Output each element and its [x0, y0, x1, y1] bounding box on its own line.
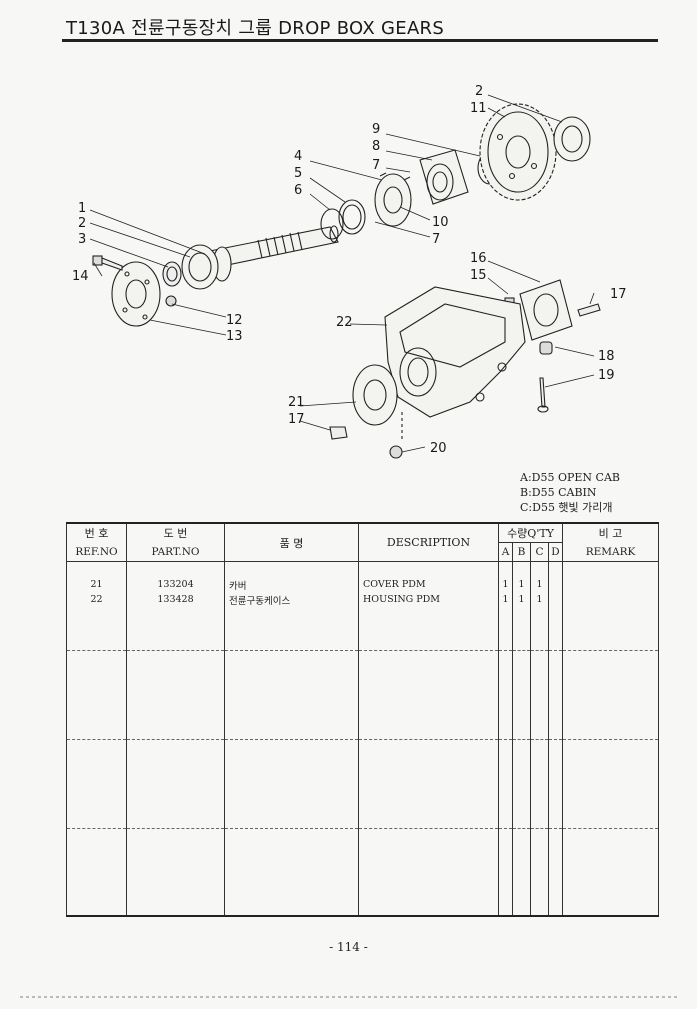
callout-7-upper: 7 [372, 158, 380, 173]
ring-5 [338, 199, 366, 235]
parts-table: 번 호 도 번 품 명 DESCRIPTION 수량Q'TY 비 고 REF.N… [66, 522, 660, 917]
header-name-kr: 품 명 [224, 522, 359, 562]
table-row [66, 649, 660, 739]
callout-10: 10 [432, 215, 449, 230]
bolt-17-bottom [329, 426, 348, 440]
callout-18: 18 [598, 349, 615, 364]
variant-legend: A:D55 OPEN CAB B:D55 CABIN C:D55 햇빛 가리개 [520, 470, 620, 515]
table-row [66, 827, 660, 917]
nut-part [162, 261, 182, 287]
bolt-17-right [577, 303, 601, 317]
page-title: T130A 전륜구동장치 그룹 DROP BOX GEARS [66, 18, 445, 39]
ring-6 [320, 208, 344, 240]
bearing-left [181, 244, 219, 290]
callout-12: 12 [226, 313, 243, 328]
cell-qty-d [547, 592, 564, 607]
callout-14: 14 [72, 269, 89, 284]
shaft-part [204, 225, 339, 282]
housing-22 [384, 286, 526, 418]
header-qty-a: A [498, 542, 513, 562]
cell-remark [562, 577, 660, 592]
callout-9: 9 [372, 122, 380, 137]
cell-part: 133428 [126, 592, 225, 607]
cell-qty-b: 1 [512, 592, 531, 607]
table-row [66, 738, 660, 828]
coupling-part [374, 172, 412, 227]
header-part-kr: 도 번 [126, 522, 225, 543]
cell-qty-d [547, 577, 564, 592]
callout-3: 3 [78, 232, 86, 247]
title-rule [62, 39, 658, 42]
legend-c: C:D55 햇빛 가리개 [520, 501, 613, 514]
legend-a: A:D55 OPEN CAB [520, 471, 620, 484]
callout-15: 15 [470, 268, 487, 283]
exploded-parts-diagram: 1 2 3 14 12 13 4 5 6 7 8 9 10 7 2 11 16 … [0, 42, 697, 472]
plug-20 [389, 445, 403, 459]
cell-ref: 21 [66, 577, 127, 592]
callout-2: 2 [78, 216, 86, 231]
cell-desc: COVER PDM [358, 577, 499, 592]
callout-19: 19 [598, 368, 615, 383]
header-remark-en: REMARK [562, 542, 660, 562]
cell-name: 카버 [224, 577, 359, 592]
callout-8: 8 [372, 139, 380, 154]
cell-qty-c: 1 [530, 577, 549, 592]
gear-part [479, 103, 557, 201]
plug-part [165, 295, 177, 307]
callout-2-right: 2 [475, 84, 483, 99]
header-qty: 수량Q'TY [497, 522, 564, 543]
callout-11: 11 [470, 101, 487, 116]
header-qty-c: C [530, 542, 549, 562]
header-part-en: PART.NO [126, 542, 225, 562]
cover-16 [519, 279, 573, 341]
callout-7-lower: 7 [432, 232, 440, 247]
callout-20: 20 [430, 441, 447, 456]
bearing-right [553, 116, 591, 162]
cell-remark [562, 592, 660, 607]
header-description: DESCRIPTION [358, 522, 499, 562]
callout-13: 13 [226, 329, 243, 344]
callout-17-bottom: 17 [288, 412, 305, 427]
cell-ref: 22 [66, 592, 127, 607]
callout-17-right: 17 [610, 287, 627, 302]
cell-name: 전륜구동케이스 [224, 592, 359, 607]
header-qty-d: D [547, 542, 564, 562]
flange-part [111, 261, 161, 327]
plug-18 [539, 341, 553, 355]
header-qty-b: B [512, 542, 531, 562]
callout-4: 4 [294, 149, 302, 164]
scan-artifact [20, 996, 680, 998]
callout-1: 1 [78, 201, 86, 216]
callout-5: 5 [294, 166, 302, 181]
callout-6: 6 [294, 183, 302, 198]
header-remark-kr: 비 고 [562, 522, 660, 543]
callout-16: 16 [470, 251, 487, 266]
cell-qty-a: 1 [498, 577, 513, 592]
cell-desc: HOUSING PDM [358, 592, 499, 607]
legend-b: B:D55 CABIN [520, 486, 597, 499]
header-ref-kr: 번 호 [66, 522, 127, 543]
callout-21: 21 [288, 395, 305, 410]
cell-qty-b: 1 [512, 577, 531, 592]
cover-21 [352, 364, 398, 426]
table-row: 21 133204 카버 COVER PDM 1 1 1 [66, 577, 660, 592]
callout-22: 22 [336, 315, 353, 330]
bolt-14 [92, 255, 123, 271]
page-number: - 114 - [329, 940, 368, 954]
cell-part: 133204 [126, 577, 225, 592]
cell-qty-a: 1 [498, 592, 513, 607]
bolt-19 [539, 377, 546, 408]
cell-qty-c: 1 [530, 592, 549, 607]
diagram-svg: 1 2 3 14 12 13 4 5 6 7 8 9 10 7 2 11 16 … [72, 84, 627, 459]
hub-part [419, 149, 469, 205]
header-ref-en: REF.NO [66, 542, 127, 562]
table-row: 22 133428 전륜구동케이스 HOUSING PDM 1 1 1 [66, 592, 660, 607]
